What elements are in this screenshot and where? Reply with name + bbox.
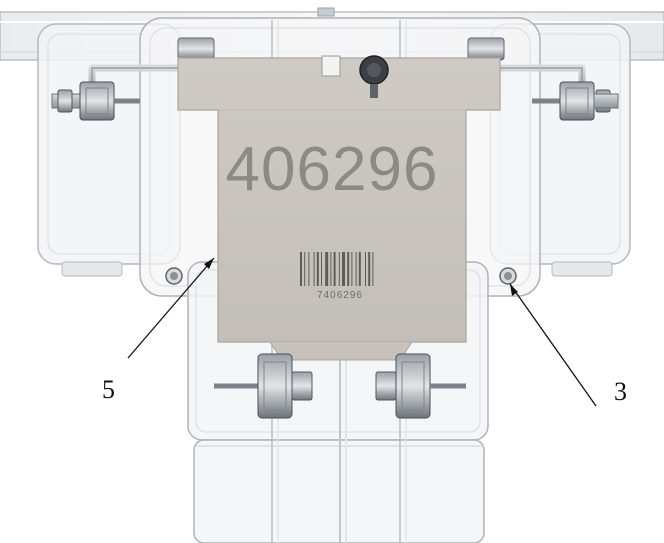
lower-left-terminal — [214, 353, 313, 419]
barcode-bar — [351, 252, 353, 286]
barcode-bar — [342, 252, 345, 286]
barcode-bar — [300, 252, 302, 286]
callout-label-3: 3 — [614, 377, 627, 406]
barcode-bar — [358, 252, 361, 286]
callout-line-5 — [127, 257, 215, 359]
left-seal-screw — [165, 267, 183, 285]
barcode-bar — [316, 252, 319, 286]
barcode — [300, 252, 374, 286]
left-clamp-assembly — [51, 81, 140, 121]
right-seal-screw — [499, 267, 517, 285]
top-center-bolt — [321, 55, 389, 98]
plate-corner-clamps — [177, 37, 505, 61]
callout-line-3 — [509, 283, 597, 407]
barcode-bar — [338, 252, 340, 286]
barcode-bar — [372, 252, 374, 286]
barcode-bar — [308, 252, 310, 286]
barcode-number: 7406296 — [317, 290, 363, 301]
meter-plate: 406296 — [177, 57, 501, 361]
barcode-bar — [325, 252, 329, 286]
barcode-bar — [333, 252, 336, 286]
barcode-bar — [304, 252, 306, 286]
barcode-bar — [330, 252, 332, 286]
barcode-bar — [347, 252, 350, 286]
right-clamp-assembly — [532, 81, 619, 121]
barcode-bar — [313, 252, 315, 286]
lower-right-terminal — [375, 353, 466, 419]
barcode-bar — [368, 252, 371, 286]
barcode-bar — [365, 252, 366, 286]
plate-number: 406296 — [226, 135, 439, 204]
barcode-bar — [321, 252, 322, 286]
barcode-bar — [355, 252, 357, 286]
callout-label-5: 5 — [102, 375, 115, 404]
